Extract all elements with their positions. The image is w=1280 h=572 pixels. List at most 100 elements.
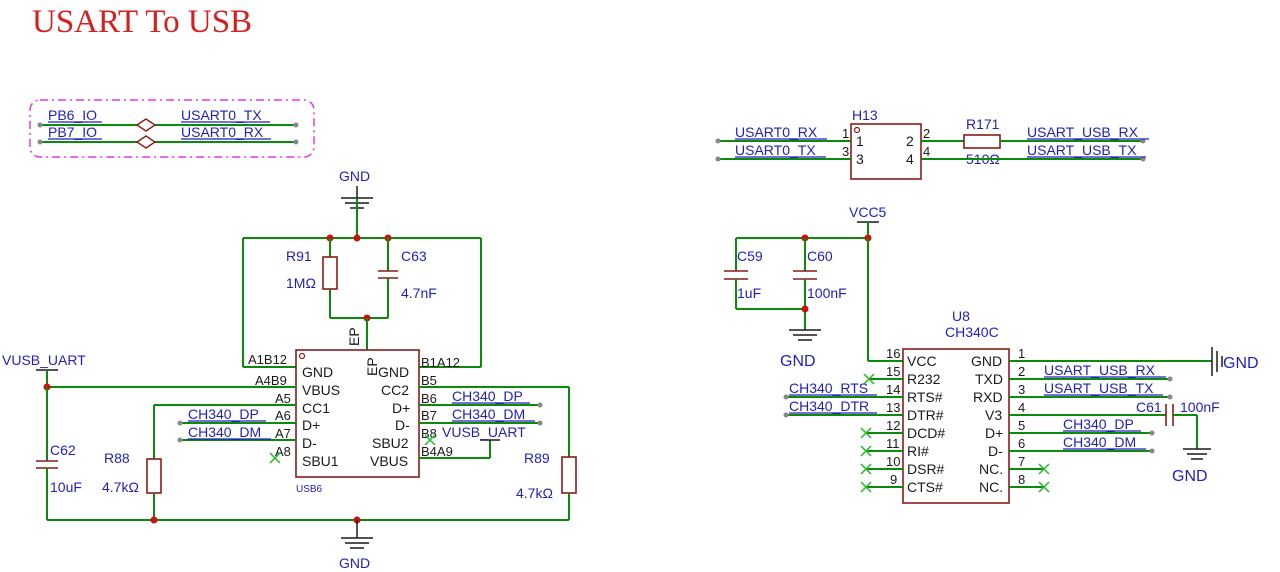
usb-pin-cc2: CC2	[381, 382, 409, 398]
h13-pin1-inner: 1	[856, 133, 864, 149]
u8-part: CH340C	[945, 324, 999, 340]
h13-pnum2: 2	[923, 126, 930, 141]
usart-usb-rx-label-top: USART_USB_RX	[1027, 124, 1139, 140]
r89-value: 4.7kΩ	[516, 485, 553, 501]
vusb-uart-label-left: VUSB_UART	[2, 352, 86, 368]
c59-ref: C59	[737, 248, 763, 264]
h13-pnum3: 3	[842, 144, 849, 159]
net-map-right-1: USART0_TX	[181, 107, 262, 123]
c60-value: 100nF	[807, 285, 847, 301]
usb-pin-cc1: CC1	[302, 400, 330, 416]
u8-pnum-4: 4	[1018, 400, 1025, 415]
u8-pin-rts: RTS#	[907, 389, 943, 405]
r88-value: 4.7kΩ	[102, 479, 139, 495]
c62-value: 10uF	[50, 479, 82, 495]
gnd-label-c60: GND	[780, 353, 816, 370]
r91-value: 1MΩ	[286, 275, 316, 291]
u8-pnum-3: 3	[1018, 382, 1025, 397]
usb-pin-sbu2: SBU2	[372, 435, 409, 451]
usb-pnum-b4a9: B4A9	[421, 444, 453, 459]
u8-pin-vcc: VCC	[907, 353, 937, 369]
usb-pnum-a5: A5	[275, 391, 291, 406]
net-map-left-2: PB7_IO	[48, 124, 97, 140]
net-map-box: PB6_IO PB7_IO USART0_TX USART0_RX	[29, 99, 315, 158]
usb-pin-gnd-right: GND	[378, 364, 409, 380]
u8-pin-cts: CTS#	[907, 479, 943, 495]
r91-ref: R91	[286, 248, 312, 264]
u8-pnum-11: 11	[886, 436, 900, 451]
usb-pnum-a7: A7	[275, 426, 291, 441]
usb-ep-label: EP	[346, 327, 362, 346]
u8-pnum-14: 14	[886, 382, 900, 397]
ch340-dtr-label: CH340_DTR	[789, 398, 869, 414]
ch340c-chip: VCC R232 RTS# DTR# DCD# RI# DSR# CTS# GN…	[886, 346, 1025, 504]
ch340-dm-left-label: CH340_DM	[188, 424, 261, 440]
gnd-symbol-u8: GND	[1211, 347, 1259, 376]
u8-pin-ri: RI#	[907, 443, 929, 459]
usart0-tx-label: USART0_TX	[735, 142, 816, 158]
usb6-connector: EP GND VBUS CC1 D+ D- SBU1 GND CC2 D+ D-…	[248, 349, 460, 495]
usb-pnum-b5: B5	[421, 373, 437, 388]
u8-pnum-8: 8	[1018, 472, 1025, 487]
c62-ref: C62	[50, 442, 76, 458]
u8-pin-txd: TXD	[975, 371, 1003, 387]
usb-pin-sbu1: SBU1	[302, 453, 339, 469]
usb-pin-dm-right: D-	[395, 417, 410, 433]
capacitor-c59: C59 1uF	[724, 238, 763, 309]
u8-pin-gnd: GND	[971, 353, 1002, 369]
capacitor-c60: C60 100nF	[793, 238, 847, 330]
resistor-r91: R91 1MΩ	[286, 238, 338, 318]
capacitor-c63: C63 4.7nF	[378, 238, 437, 318]
h13-pnum4: 4	[923, 144, 930, 159]
u8-pin-dtr: DTR#	[907, 407, 944, 423]
c61-value: 100nF	[1180, 399, 1220, 415]
r171-ref: R171	[966, 116, 1000, 132]
u8-pin-nc7: NC.	[979, 461, 1003, 477]
u8-pin-v3: V3	[985, 407, 1002, 423]
ch340-dp-right-label: CH340_DP	[452, 388, 523, 404]
usb-ep-inner: EP	[364, 357, 380, 376]
u8-pnum-15: 15	[886, 364, 900, 379]
usart-usb-tx-label-top: USART_USB_TX	[1027, 142, 1137, 158]
u8-pnum-2: 2	[1018, 364, 1025, 379]
ch340-dm-right-label: CH340_DM	[452, 406, 525, 422]
usb-pin-gnd-left: GND	[302, 364, 333, 380]
c59-value: 1uF	[737, 285, 761, 301]
resistor-r89: R89 4.7kΩ	[516, 450, 577, 520]
usart-usb-tx-label-u8: USART_USB_TX	[1044, 380, 1154, 396]
ch340-rts-label: CH340_RTS	[789, 380, 868, 396]
h13-pnum1: 1	[842, 126, 849, 141]
u8-pnum-6: 6	[1018, 436, 1025, 451]
u8-pnum-1: 1	[1018, 346, 1025, 361]
vcc5-label: VCC5	[849, 204, 887, 220]
usb6-ref: USB6	[296, 484, 323, 495]
resistor-r88: R88 4.7kΩ	[102, 404, 296, 520]
page-title: USART To USB	[32, 4, 253, 40]
u8-pin-rxd: RXD	[973, 389, 1003, 405]
c61-ref: C61	[1136, 399, 1162, 415]
h13-pin4-inner: 4	[906, 151, 914, 167]
u8-pnum-5: 5	[1018, 418, 1025, 433]
u8-pin-dcd: DCD#	[907, 425, 945, 441]
capacitor-c61: C61 100nF	[1136, 399, 1220, 449]
net-map-right-2: USART0_RX	[181, 124, 264, 140]
r89-ref: R89	[524, 450, 550, 466]
u8-pin-dp: D+	[985, 425, 1003, 441]
usb-pnum-b7: B7	[421, 408, 437, 423]
vusb-uart-label-right: VUSB_UART	[442, 424, 526, 440]
u8-pnum-12: 12	[886, 418, 900, 433]
usb-pnum-a6: A6	[275, 408, 291, 423]
gnd-symbol-c60: GND	[780, 329, 821, 370]
ch340-dp-u8-label: CH340_DP	[1063, 416, 1134, 432]
usb-pnum-b6: B6	[421, 391, 437, 406]
usb-pnum-a4b9: A4B9	[255, 373, 287, 388]
c60-ref: C60	[807, 248, 833, 264]
u8-pnum-10: 10	[886, 454, 900, 469]
ch340-dp-left-label: CH340_DP	[188, 406, 259, 422]
u8-pnum-13: 13	[886, 400, 900, 415]
u8-pnum-7: 7	[1018, 454, 1025, 469]
gnd-label-top: GND	[339, 168, 370, 184]
usb-pin-dp-right: D+	[392, 400, 410, 416]
u8-pnum-9: 9	[890, 472, 897, 487]
